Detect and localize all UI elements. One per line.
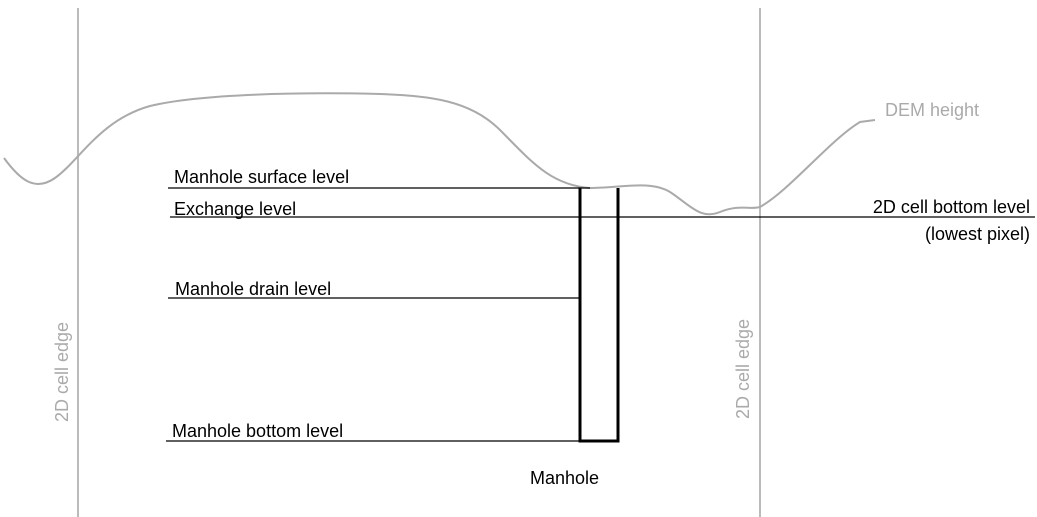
cell-bottom-label: 2D cell bottom level	[873, 197, 1030, 217]
dem-height-label: DEM height	[885, 100, 979, 120]
surface-level-label: Manhole surface level	[174, 167, 349, 187]
manhole-label: Manhole	[530, 468, 599, 488]
manhole-shaft	[578, 188, 620, 443]
exchange-level-label: Exchange level	[174, 199, 296, 219]
drain-level-label: Manhole drain level	[175, 279, 331, 299]
cell-edge-right-label: 2D cell edge	[733, 319, 753, 419]
dem-height-curve	[3, 92, 876, 216]
bottom-level-label: Manhole bottom level	[172, 421, 343, 441]
cell-edge-left-label: 2D cell edge	[52, 322, 72, 422]
cell-bottom-sublabel: (lowest pixel)	[925, 224, 1030, 244]
